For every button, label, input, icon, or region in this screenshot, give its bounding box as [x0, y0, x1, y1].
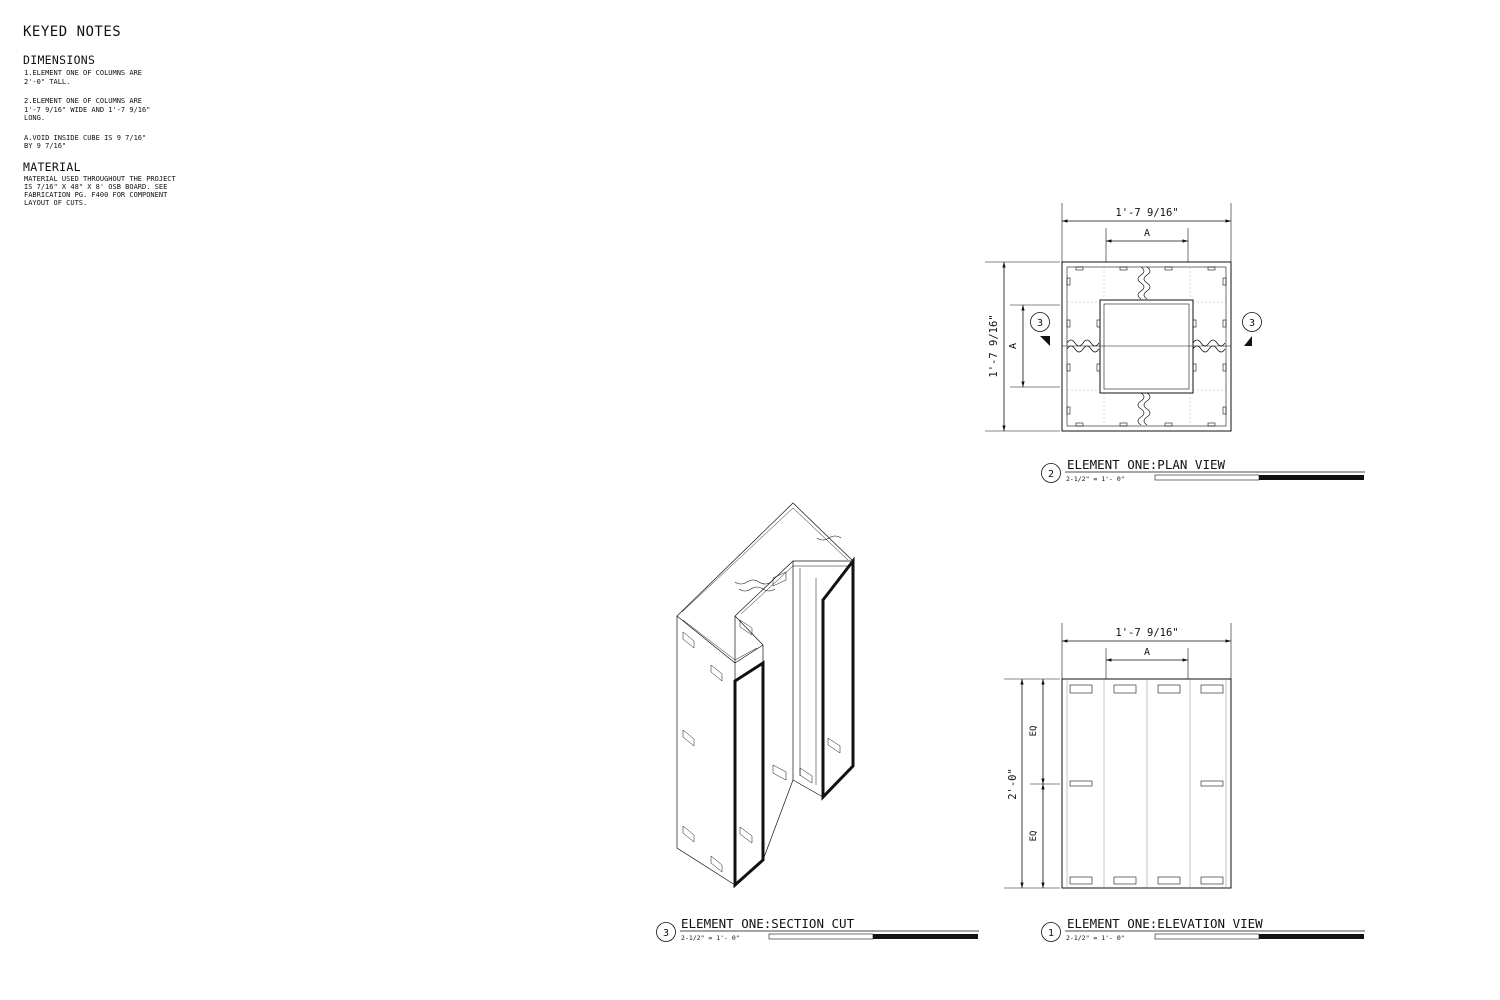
section-marker-right — [1242, 312, 1262, 332]
plan-joint-bottom — [1137, 392, 1145, 426]
material-heading: MATERIAL — [23, 159, 81, 174]
elevation-title: ELEMENT ONE:ELEVATION VIEW — [1067, 916, 1263, 931]
elevation-height-label: 2'-0" — [1007, 768, 1019, 800]
plan-joint-left — [1066, 339, 1100, 347]
plan-title: ELEMENT ONE:PLAN VIEW — [1067, 457, 1226, 472]
plan-scale-bar — [1154, 474, 1364, 481]
plan-joint-right — [1192, 339, 1226, 347]
section-cut-scale: 2-1/2" = 1'- 0" — [681, 934, 740, 942]
section-marker-left — [1030, 312, 1050, 332]
elevation-view — [1004, 623, 1232, 889]
section-marker-left-number: 3 — [1037, 318, 1043, 329]
elevation-scale: 2-1/2" = 1'- 0" — [1066, 934, 1125, 942]
elevation-view-labels: 1'-7 9/16" A 2'-0" EQ EQ — [1007, 627, 1179, 841]
section-cut-axonometric — [676, 502, 855, 889]
elevation-width-label: 1'-7 9/16" — [1115, 627, 1178, 639]
plan-view-labels: 1'-7 9/16" A 1'-7 9/16" A 3 3 — [988, 207, 1255, 378]
dimension-note-1: 1.ELEMENT ONE OF COLUMNS ARE 2'-0" TALL. — [24, 69, 143, 86]
section-cut-right — [821, 556, 855, 801]
section-cut-title-number: 3 — [663, 928, 669, 939]
keyed-notes-heading: KEYED NOTES — [23, 24, 122, 40]
plan-outer-wall — [1061, 261, 1232, 432]
elevation-title-block: 1 ELEMENT ONE:ELEVATION VIEW 2-1/2" = 1'… — [1041, 916, 1365, 942]
plan-scale: 2-1/2" = 1'- 0" — [1066, 475, 1125, 483]
keyed-notes: KEYED NOTES DIMENSIONS 1.ELEMENT ONE OF … — [23, 24, 253, 208]
elevation-eq-upper-label: EQ — [1029, 726, 1039, 737]
plan-length-label: 1'-7 9/16" — [988, 314, 1000, 377]
plan-width-label: 1'-7 9/16" — [1115, 207, 1178, 219]
dimension-note-a: A.VOID INSIDE CUBE IS 9 7/16" BY 9 7/16" — [24, 133, 147, 151]
section-cut-title: ELEMENT ONE:SECTION CUT — [681, 916, 855, 931]
section-cut-scale-bar — [768, 933, 978, 940]
plan-void-top-label: A — [1144, 228, 1150, 239]
plan-joint-top — [1137, 266, 1145, 300]
dimensions-heading: DIMENSIONS — [23, 53, 96, 67]
section-cut-front — [733, 660, 765, 889]
plan-title-number: 2 — [1048, 469, 1054, 480]
plan-view — [985, 203, 1262, 432]
plan-void-side-label: A — [1008, 343, 1019, 349]
dimension-note-2: 2.ELEMENT ONE OF COLUMNS ARE 1'-7 9/16" … — [24, 97, 151, 122]
section-marker-right-number: 3 — [1249, 318, 1255, 329]
elevation-void-top-label: A — [1144, 647, 1150, 658]
section-cut-title-block: 3 ELEMENT ONE:SECTION CUT 2-1/2" = 1'- 0… — [656, 916, 979, 942]
plan-void — [1099, 299, 1194, 394]
material-note: MATERIAL USED THROUGHOUT THE PROJECT IS … — [24, 174, 176, 208]
elevation-outline — [1061, 678, 1232, 889]
elevation-title-number: 1 — [1048, 928, 1054, 939]
plan-title-block: 2 ELEMENT ONE:PLAN VIEW 2-1/2" = 1'- 0" — [1041, 457, 1365, 483]
elevation-eq-lower-label: EQ — [1029, 831, 1039, 842]
elevation-scale-bar — [1154, 933, 1364, 940]
